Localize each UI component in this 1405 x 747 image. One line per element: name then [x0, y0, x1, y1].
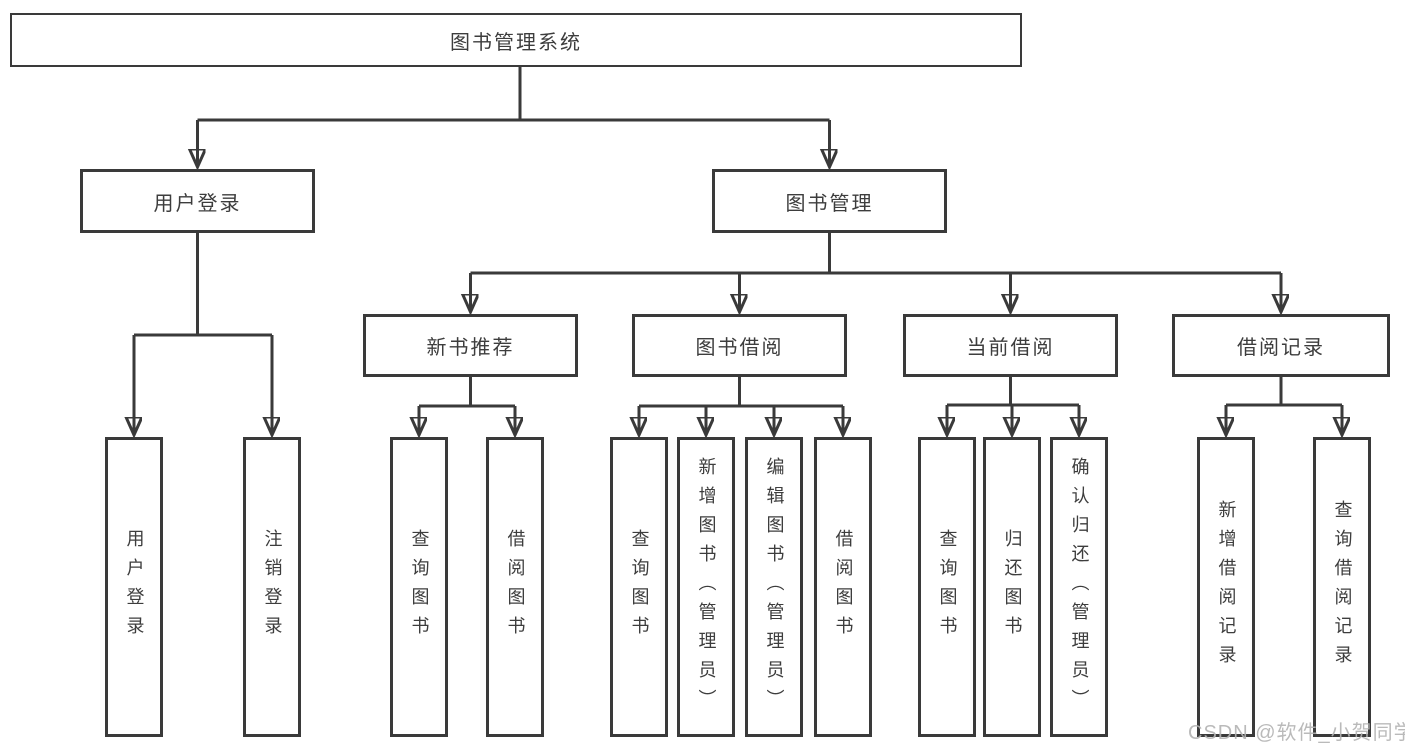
node-current-borrow: 当前借阅: [903, 314, 1118, 377]
leaf-label: 查询借阅记录: [1332, 500, 1353, 674]
leaf-label: 查询图书: [409, 529, 430, 645]
leaf-borrow-books-recommend: 借阅图书: [486, 437, 544, 737]
connector-root-to-level1: [198, 66, 830, 165]
node-label: 图书管理系统: [450, 31, 582, 54]
connector-new-book-to-leaves: [419, 377, 515, 433]
leaf-logout: 注销登录: [243, 437, 301, 737]
leaf-label: 查询图书: [937, 529, 958, 645]
node-library-system: 图书管理系统: [10, 13, 1022, 67]
leaf-query-books-current: 查询图书: [918, 437, 976, 737]
csdn-watermark: CSDN @软件_小贺同学: [1188, 722, 1405, 744]
leaf-label: 新增借阅记录: [1216, 500, 1237, 674]
node-label: 图书借阅: [695, 337, 784, 359]
leaf-label: 归还图书: [1002, 529, 1023, 645]
node-label: 用户登录: [153, 192, 242, 215]
leaf-add-borrow-record: 新增借阅记录: [1197, 437, 1255, 737]
node-borrow-records: 借阅记录: [1172, 314, 1390, 377]
leaf-label: 用户登录: [124, 529, 145, 645]
node-user-login: 用户登录: [80, 169, 315, 233]
connector-user-login-to-leaves: [134, 233, 272, 433]
leaf-query-books-borrow: 查询图书: [610, 437, 668, 737]
leaf-label: 新增图书（管理员）: [696, 456, 717, 718]
node-book-management: 图书管理: [712, 169, 947, 233]
node-book-borrow: 图书借阅: [632, 314, 847, 377]
node-label: 图书管理: [785, 192, 874, 215]
leaf-label: 查询图书: [629, 529, 650, 645]
leaf-borrow-books: 借阅图书: [814, 437, 872, 737]
leaf-return-book: 归还图书: [983, 437, 1041, 737]
leaf-label: 编辑图书（管理员）: [764, 456, 785, 718]
connector-book-mgmt-to-level2: [471, 233, 1282, 310]
leaf-query-borrow-record: 查询借阅记录: [1313, 437, 1371, 737]
connector-cur-borrow-to-leaves: [947, 377, 1079, 433]
leaf-query-books-recommend: 查询图书: [390, 437, 448, 737]
node-label: 当前借阅: [966, 337, 1055, 359]
leaf-user-login: 用户登录: [105, 437, 163, 737]
leaf-add-book-admin: 新增图书（管理员）: [677, 437, 735, 737]
node-new-book-recommend: 新书推荐: [363, 314, 578, 377]
leaf-label: 借阅图书: [505, 529, 526, 645]
leaf-edit-book-admin: 编辑图书（管理员）: [745, 437, 803, 737]
leaf-confirm-return-admin: 确认归还（管理员）: [1050, 437, 1108, 737]
leaf-label: 确认归还（管理员）: [1069, 456, 1090, 718]
connector-book-borrow-to-leaves: [639, 377, 843, 433]
connector-records-to-leaves: [1226, 377, 1342, 433]
leaf-label: 借阅图书: [833, 529, 854, 645]
node-label: 新书推荐: [426, 337, 515, 359]
leaf-label: 注销登录: [262, 529, 283, 645]
node-label: 借阅记录: [1237, 337, 1325, 359]
